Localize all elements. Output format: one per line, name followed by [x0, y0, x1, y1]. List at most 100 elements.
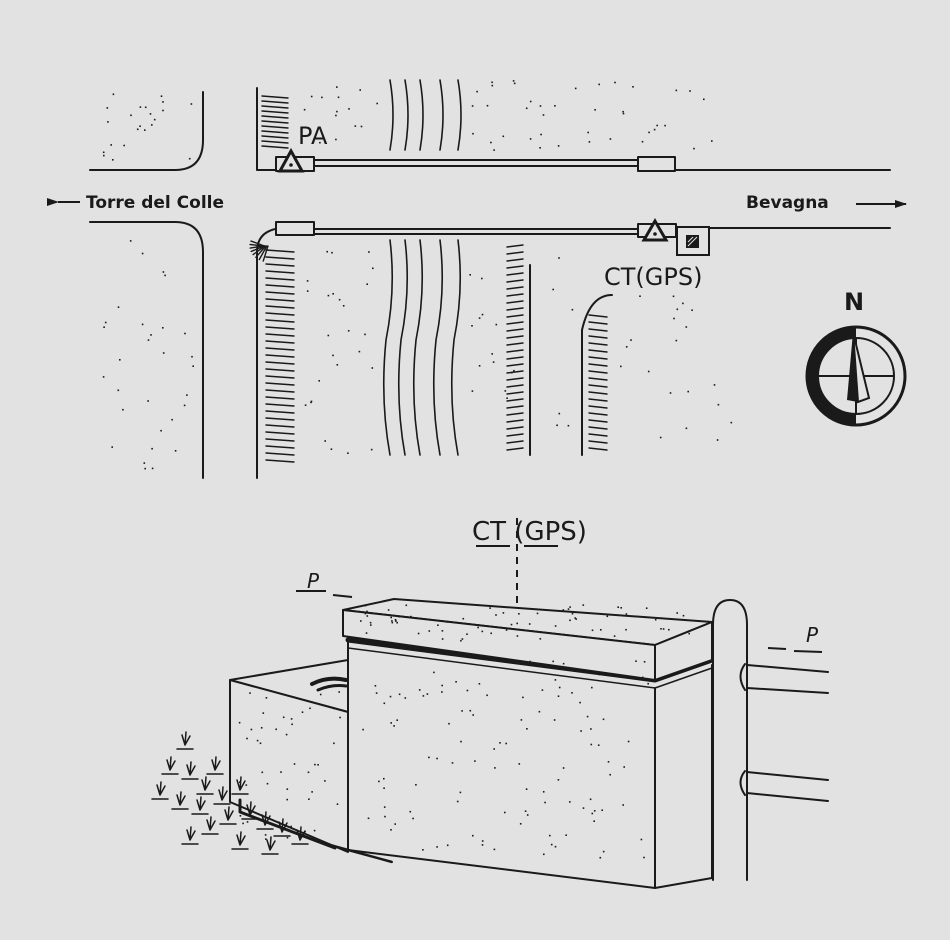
stipple-dot — [601, 809, 603, 811]
stipple-dot — [474, 760, 476, 762]
hachure-tick — [506, 405, 524, 409]
stipple-dot — [627, 740, 630, 743]
stipple-dot — [441, 684, 443, 687]
stipple-dot — [144, 467, 146, 470]
hachure-tick — [261, 100, 289, 104]
stipple-dot — [265, 697, 268, 699]
stipple-dot — [688, 632, 690, 635]
stipple-dot — [151, 124, 153, 126]
stipple-dot — [147, 339, 150, 341]
hachure-tick — [588, 440, 608, 444]
stipple-dot — [554, 625, 557, 627]
stipple-dot — [591, 686, 593, 689]
stipple-dot — [614, 81, 616, 84]
stipple-dot — [398, 693, 401, 696]
stipple-dot — [635, 660, 637, 662]
hachure-tick — [506, 384, 524, 388]
hachure-tick — [265, 256, 295, 260]
hachure-tick — [265, 270, 295, 274]
hachure-tick — [261, 110, 289, 114]
stipple-dot — [524, 810, 527, 812]
hachure-tick — [588, 370, 608, 374]
stipple-dot — [119, 359, 121, 361]
hachure-tick — [588, 384, 608, 388]
stipple-dot — [505, 629, 508, 631]
stipple-dot — [571, 308, 574, 311]
hachure-tick — [255, 245, 267, 259]
stipple-dot — [171, 418, 173, 421]
stipple-dot — [285, 733, 288, 736]
stipple-dot — [478, 365, 481, 367]
grass-tuft — [218, 786, 228, 801]
hachure-tick — [588, 349, 608, 353]
stipple-dot — [441, 638, 444, 640]
stipple-dot — [703, 98, 705, 101]
stipple-dot — [396, 621, 398, 624]
hachure-tick — [588, 398, 608, 402]
stipple-dot — [491, 84, 494, 87]
stipple-dot — [436, 846, 438, 848]
stipple-dot — [574, 617, 576, 619]
stipple-dot — [282, 716, 285, 719]
stipple-dot — [361, 639, 363, 641]
stipple-dot — [493, 848, 496, 851]
stipple-dot — [393, 725, 395, 727]
hachure-tick — [262, 245, 269, 262]
stipple-dot — [466, 633, 468, 635]
hachure-tick — [261, 140, 289, 144]
stipple-dot — [335, 138, 337, 141]
stipple-dot — [238, 721, 241, 724]
hachure-tick — [250, 245, 266, 253]
stipple-dot — [324, 440, 326, 442]
stipple-dot — [469, 709, 472, 712]
stipple-dot — [529, 660, 531, 663]
stipple-dot — [387, 609, 390, 611]
stipple-dot — [525, 788, 528, 790]
stipple-dot — [539, 638, 542, 640]
stipple-dot — [379, 613, 381, 615]
stipple-dot — [143, 462, 146, 464]
stipple-dot — [286, 788, 289, 790]
stipple-dot — [370, 624, 372, 626]
stipple-dot — [275, 728, 277, 731]
stipple-dot — [122, 408, 124, 411]
hachure-tick — [261, 115, 289, 119]
stipple-dot — [304, 830, 306, 833]
stipple-dot — [493, 748, 495, 750]
stipple-dot — [669, 392, 672, 394]
stipple-dot — [110, 144, 112, 146]
stipple-dot — [372, 267, 374, 270]
stipple-dot — [607, 761, 610, 763]
stipple-dot — [613, 635, 616, 637]
stipple-dot — [504, 811, 506, 814]
stipple-dot — [549, 834, 551, 837]
stipple-dot — [588, 141, 591, 143]
stipple-dot — [587, 131, 589, 134]
stipple-dot — [539, 105, 542, 107]
stipple-dot — [685, 427, 688, 430]
stipple-dot — [593, 820, 595, 822]
hachure-tick — [265, 333, 295, 337]
stipple-dot — [643, 856, 645, 859]
hachure-tick — [588, 433, 608, 437]
stipple-dot — [676, 308, 679, 311]
stipple-dot — [418, 689, 421, 691]
grass-tuft — [206, 816, 216, 831]
stipple-dot — [374, 685, 377, 687]
stipple-dot — [417, 632, 420, 635]
stipple-dot — [647, 370, 650, 373]
stipple-dot — [544, 801, 546, 804]
stipple-dot — [336, 86, 338, 88]
stipple-dot — [558, 412, 561, 415]
stipple-dot — [675, 339, 678, 342]
stipple-dot — [366, 615, 369, 617]
stipple-dot — [542, 114, 545, 116]
hachure-tick — [506, 342, 524, 346]
stipple-dot — [333, 742, 335, 745]
stipple-dot — [129, 240, 132, 242]
stipple-dot — [144, 129, 146, 131]
stipple-dot — [461, 710, 463, 712]
stipple-dot — [625, 346, 628, 348]
